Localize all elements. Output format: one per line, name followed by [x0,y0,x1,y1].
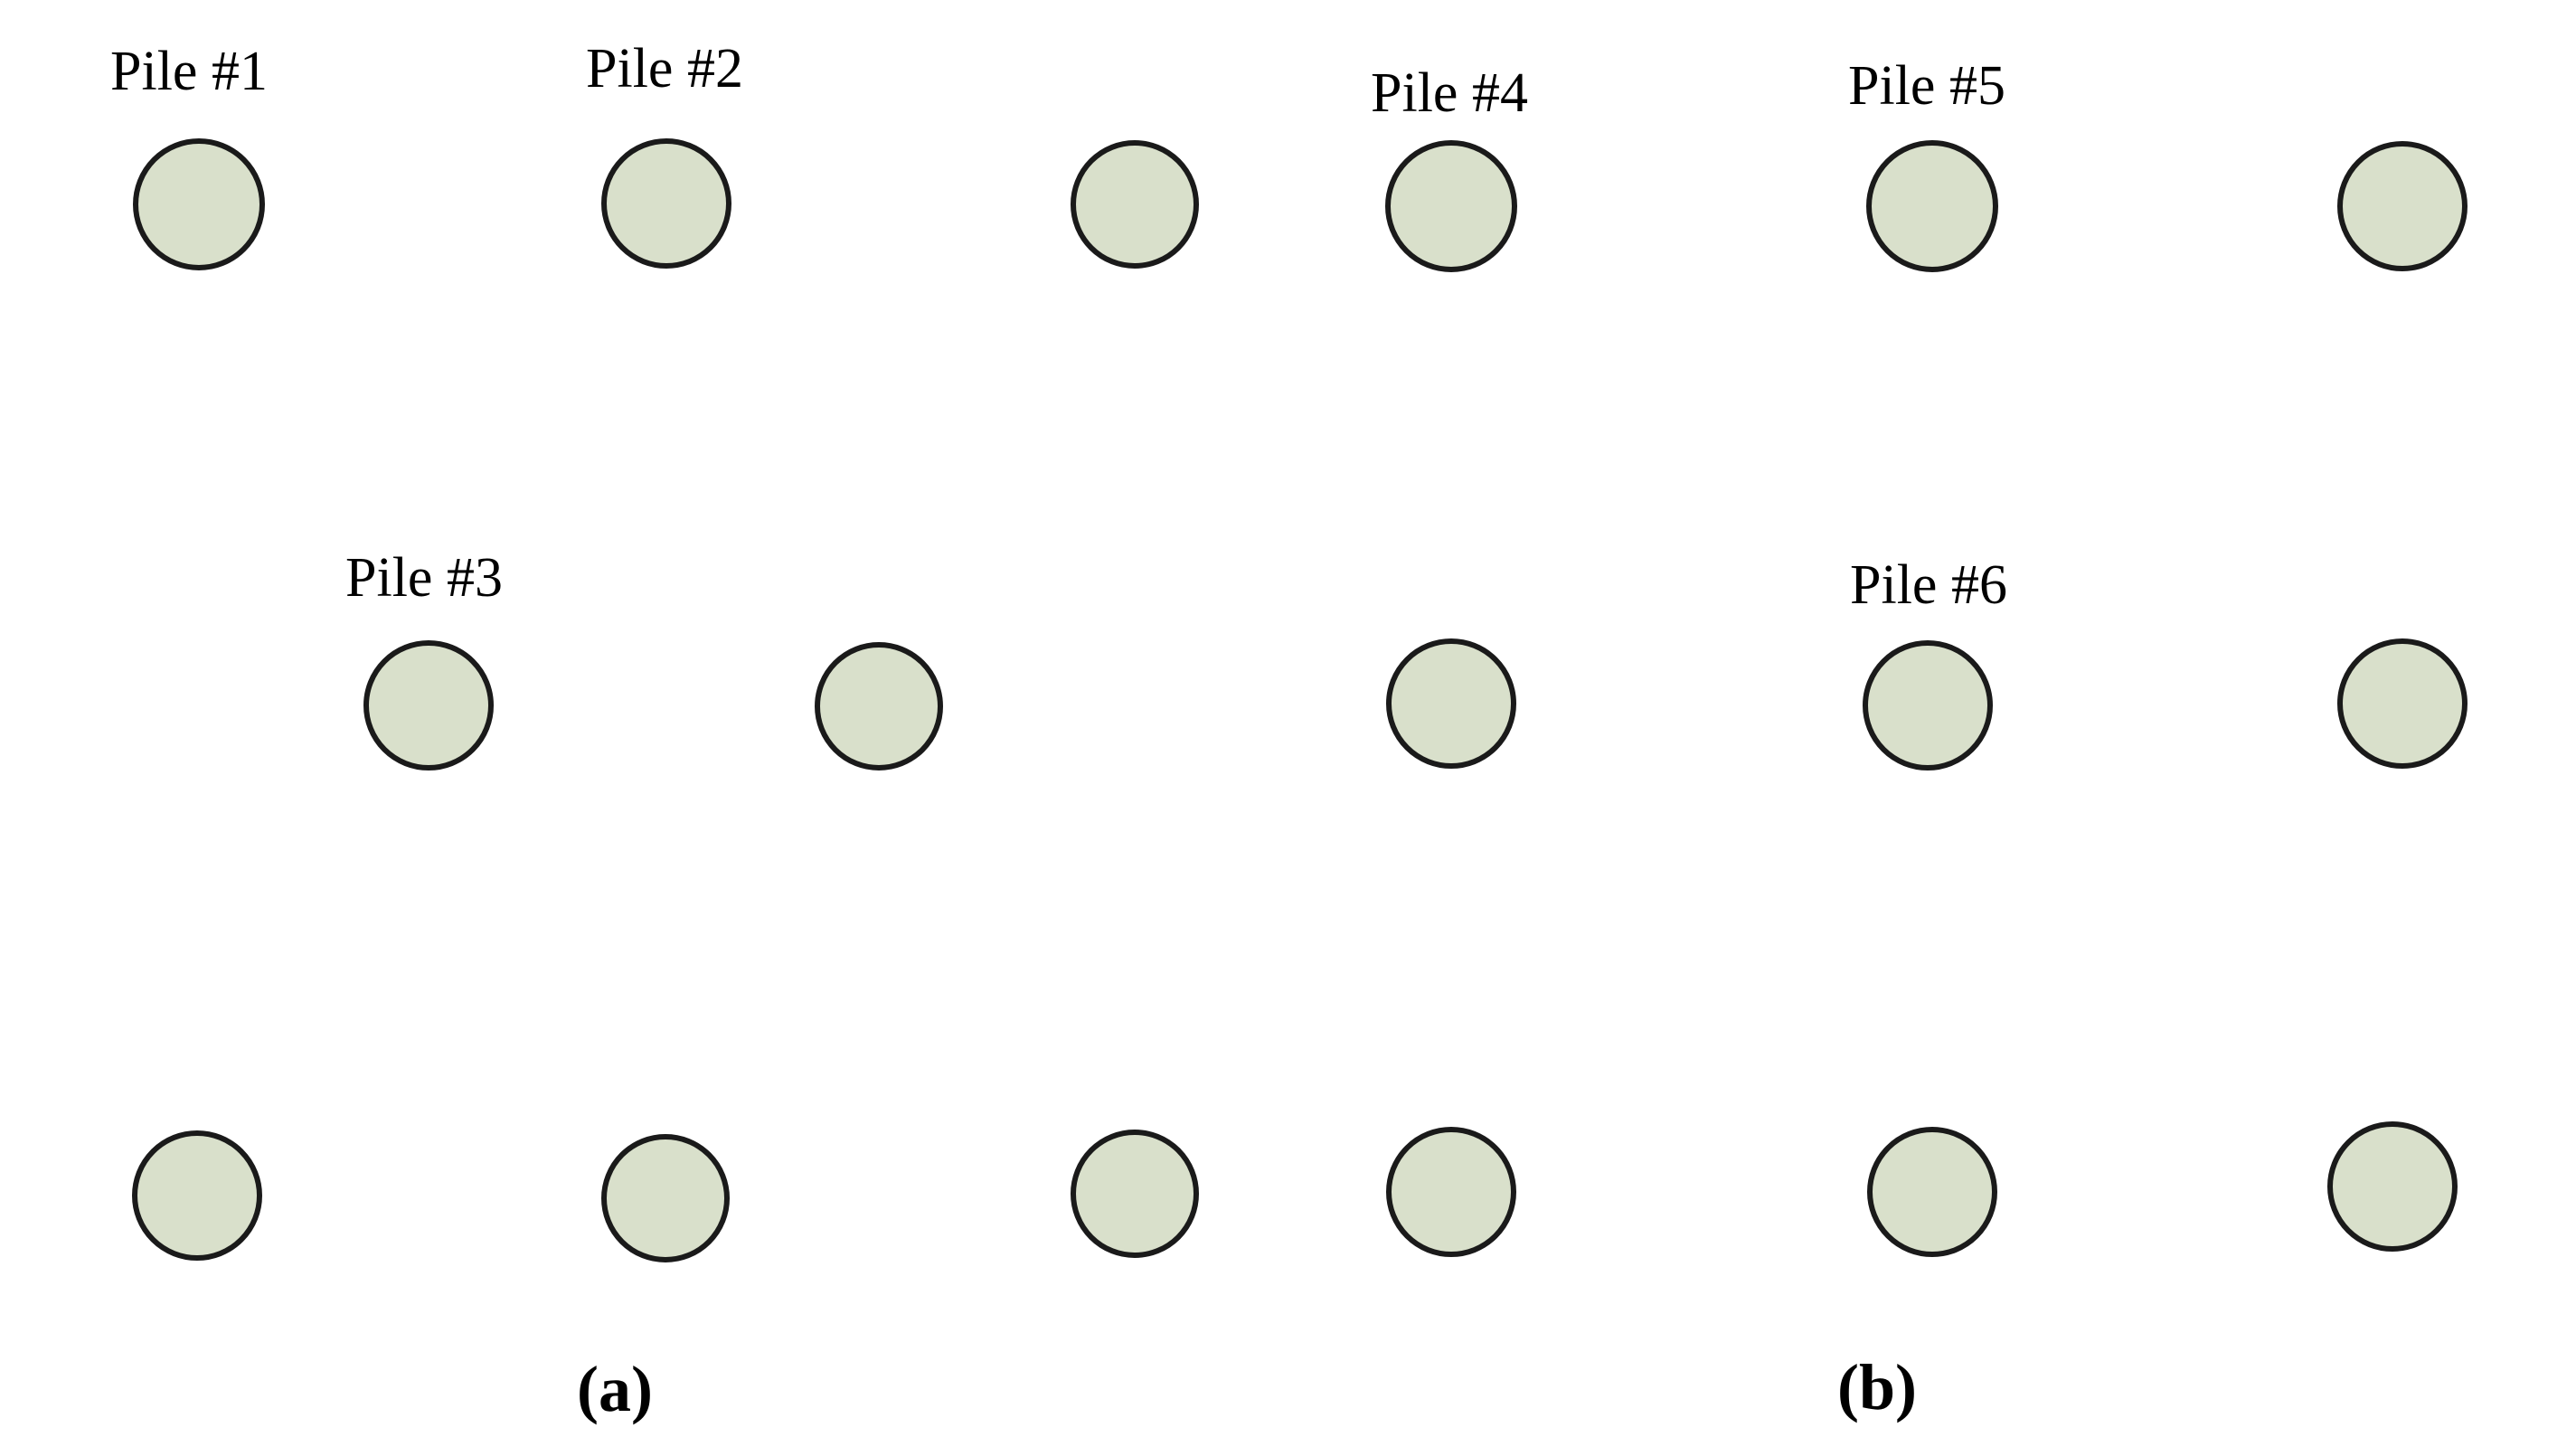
pile-circle [2337,638,2467,769]
pile-circle [1386,638,1516,769]
pile-circle [1385,140,1517,272]
pile-label: Pile #6 [1850,554,2007,616]
pile-label: Pile #2 [586,38,743,99]
pile-circle [133,138,265,270]
pile-circle [2327,1121,2458,1252]
pile-circle [1867,1127,1997,1257]
pile-label: Pile #5 [1848,55,2005,117]
pile-circle [1386,1127,1516,1257]
panel-caption: (a) [577,1353,653,1425]
pile-circle [1863,640,1993,771]
pile-circle [132,1130,262,1261]
pile-circle [1071,140,1199,269]
pile-circle [601,1134,730,1262]
pile-circle [363,640,494,771]
pile-circle [1071,1130,1199,1258]
pile-label: Pile #4 [1371,62,1528,124]
pile-circle [1866,140,1998,272]
pile-label: Pile #1 [110,41,268,102]
pile-circle [815,642,943,771]
pile-circle [2337,141,2467,271]
panel-caption: (b) [1837,1351,1917,1423]
pile-label: Pile #3 [345,547,503,609]
pile-circle [601,138,731,269]
